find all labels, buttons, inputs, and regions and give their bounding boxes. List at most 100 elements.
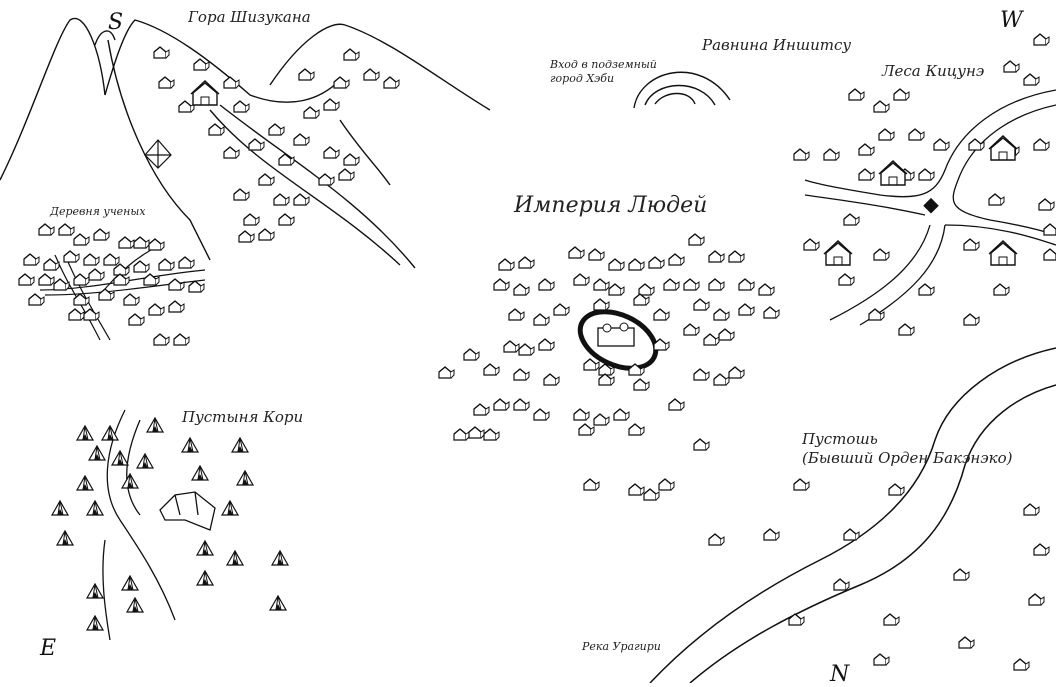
house-icon (1003, 60, 1020, 73)
house-icon (1033, 543, 1050, 556)
mountain-range (0, 17, 491, 269)
house-icon (953, 568, 970, 581)
house-icon (688, 233, 705, 246)
house-icon (538, 338, 555, 351)
house-icon (68, 308, 85, 321)
house-icon (188, 280, 205, 293)
big-house-icon (823, 240, 853, 266)
house-icon (663, 278, 680, 291)
house-icon (628, 483, 645, 496)
house-icon (518, 256, 535, 269)
house-icon (823, 148, 840, 161)
pyramid-icon (144, 139, 172, 169)
house-icon (958, 636, 975, 649)
tent-icon (221, 500, 239, 516)
house-icon (278, 153, 295, 166)
house-icon (233, 188, 250, 201)
house-icon (908, 128, 925, 141)
house-icon (318, 173, 335, 186)
house-icon (538, 278, 555, 291)
label-underground-2: город Хэби (550, 72, 615, 85)
house-icon (178, 100, 195, 113)
house-icon (168, 278, 185, 291)
tent-icon (271, 550, 289, 566)
house-icon (848, 88, 865, 101)
label-empire: Империя Людей (514, 193, 708, 218)
house-icon (593, 413, 610, 426)
house-icon (873, 248, 890, 261)
house-icon (573, 273, 590, 286)
house-icon (738, 278, 755, 291)
house-icon (468, 426, 485, 439)
house-icon (593, 278, 610, 291)
house-icon (133, 236, 150, 249)
house-icon (573, 408, 590, 421)
house-icon (793, 148, 810, 161)
house-icon (118, 236, 135, 249)
tent-icon (86, 500, 104, 516)
house-icon (258, 228, 275, 241)
tent-icon (76, 425, 94, 441)
house-icon (843, 213, 860, 226)
house-icon (568, 246, 585, 259)
house-icon (243, 213, 260, 226)
desert-temple (159, 491, 216, 531)
house-icon (258, 173, 275, 186)
house-icon (223, 146, 240, 159)
house-icon (158, 76, 175, 89)
house-icon (608, 283, 625, 296)
house-icon (968, 138, 985, 151)
compass-north: N (830, 662, 850, 687)
house-icon (83, 308, 100, 321)
house-icon (1043, 248, 1056, 261)
house-icon (933, 138, 950, 151)
house-icon (493, 398, 510, 411)
house-icon (693, 298, 710, 311)
tent-icon (111, 450, 129, 466)
house-icon (993, 283, 1010, 296)
house-icon (583, 358, 600, 371)
house-icon (803, 238, 820, 251)
house-icon (533, 408, 550, 421)
house-icon (788, 613, 805, 626)
house-icon (583, 478, 600, 491)
house-icon (343, 48, 360, 61)
house-icon (793, 478, 810, 491)
house-icon (1033, 138, 1050, 151)
house-icon (648, 256, 665, 269)
tent-icon (121, 575, 139, 591)
tent-icon (196, 570, 214, 586)
big-house-icon (878, 160, 908, 186)
house-icon (898, 323, 915, 336)
house-icon (1038, 198, 1055, 211)
tent-icon (51, 500, 69, 516)
house-icon (343, 153, 360, 166)
house-icon (438, 366, 455, 379)
house-icon (333, 76, 350, 89)
house-icon (323, 98, 340, 111)
house-icon (363, 68, 380, 81)
house-icon (93, 228, 110, 241)
tents (51, 417, 289, 631)
house-icon (453, 428, 470, 441)
house-icon (508, 308, 525, 321)
house-icon (1028, 593, 1045, 606)
label-wasteland-sub: (Бывший Орден Бакэнэко) (802, 449, 1013, 467)
house-icon (763, 528, 780, 541)
house-icon (593, 298, 610, 311)
house-icon (493, 278, 510, 291)
house-icon (833, 578, 850, 591)
house-icon (693, 368, 710, 381)
label-desert: Пустыня Кори (182, 408, 304, 426)
house-icon (298, 68, 315, 81)
house-icon (728, 366, 745, 379)
house-icon (148, 238, 165, 251)
house-icon (643, 488, 660, 501)
desert-road (102, 409, 176, 641)
house-icon (248, 138, 265, 151)
house-icon (518, 343, 535, 356)
house-icon (38, 223, 55, 236)
house-icon (513, 283, 530, 296)
house-icon (633, 378, 650, 391)
